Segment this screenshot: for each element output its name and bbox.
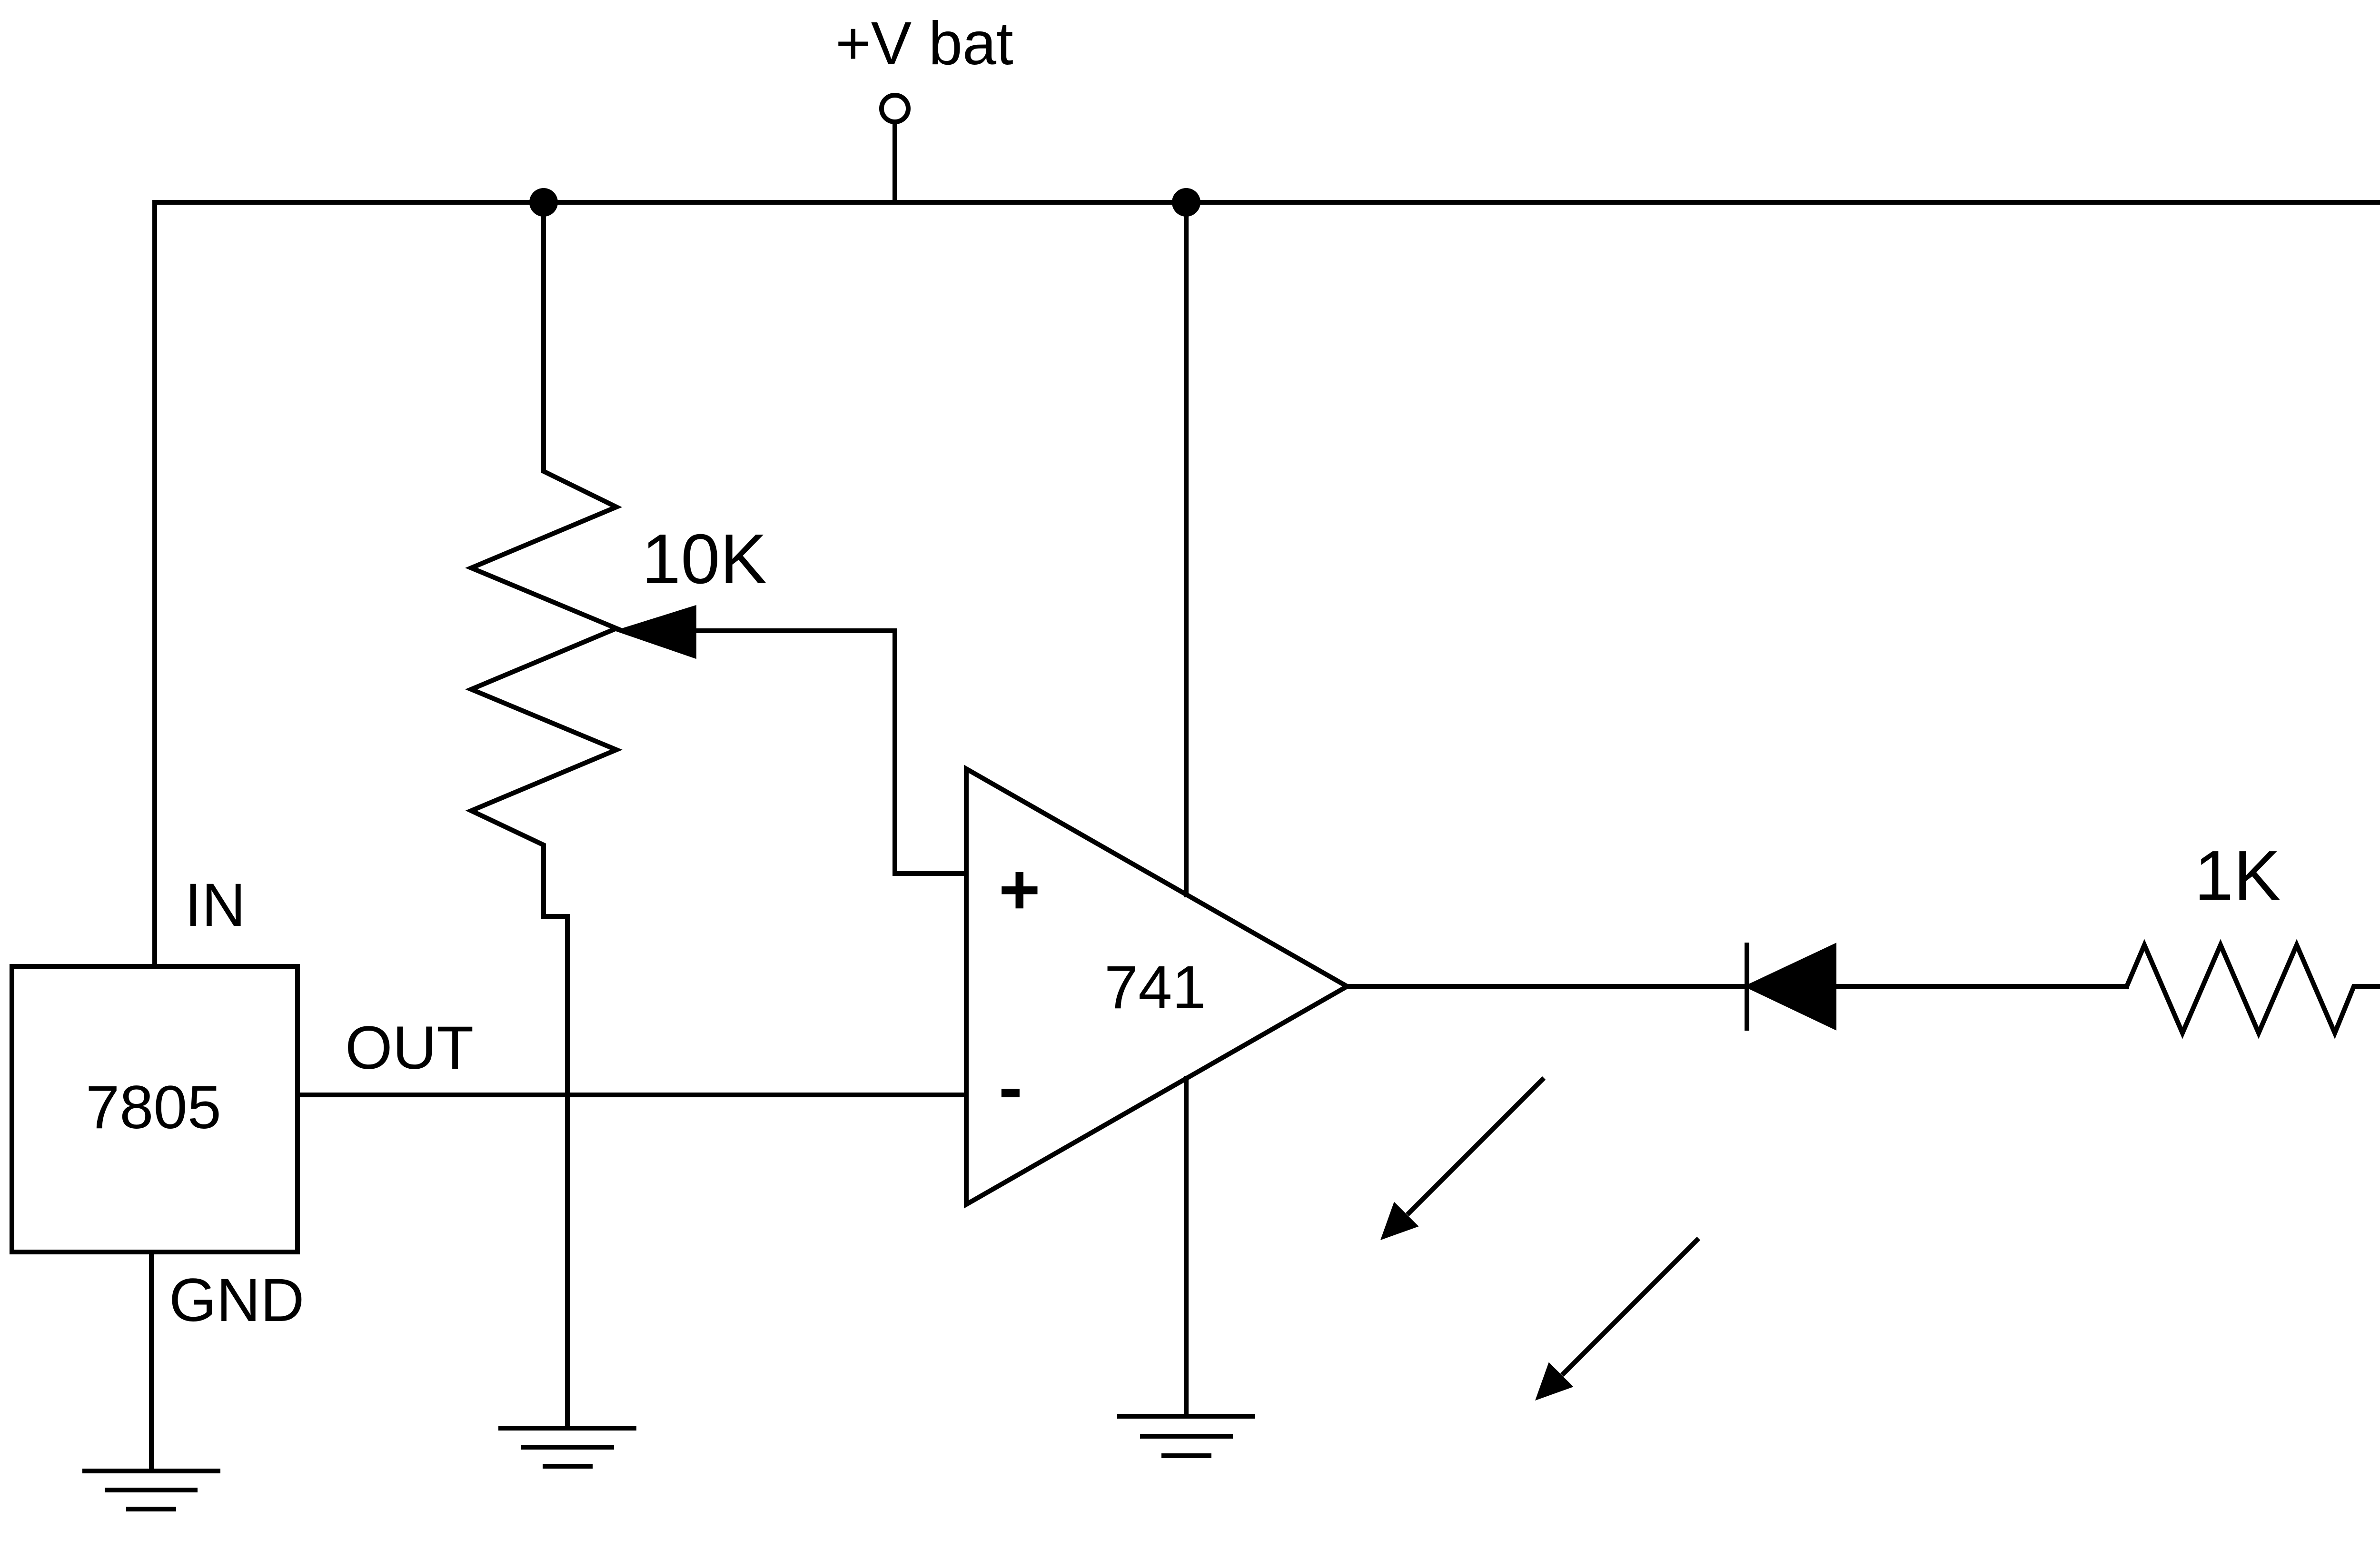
potentiometer-value-label: 10K [642,520,767,598]
opamp-minus-label: - [999,1047,1022,1127]
regulator-part-label: 7805 [86,1073,221,1142]
light-emission-arrow-icon [1535,1236,1701,1401]
ground-symbol-icon [498,1426,636,1469]
resistor-1k [2123,939,2380,1039]
opamp-part-label: 741 [1104,954,1206,1022]
supply-terminal-icon [879,93,911,124]
light-emission-arrow-icon [1380,1076,1546,1240]
regulator-gnd-label: GND [169,1266,304,1334]
supply-label: +V bat [835,10,1013,78]
wiper-arrow-icon [614,605,696,659]
regulator-7805 [10,200,300,1473]
opamp-plus-label: + [999,849,1041,929]
regulator-out-label: OUT [345,1014,474,1082]
led [1743,943,1836,1031]
regulator-in-label: IN [185,871,246,939]
resistor-value-label: 1K [2194,836,2281,915]
led-triangle-icon [1743,943,1836,1031]
potentiometer-10k [465,200,969,1431]
opamp-741 [964,200,1352,1419]
regulator-body [10,964,300,1254]
ground-symbol-icon [1117,1414,1255,1458]
ground-symbol-icon [82,1469,220,1511]
opamp-body [964,765,1352,1209]
supply-rail [152,93,2380,205]
